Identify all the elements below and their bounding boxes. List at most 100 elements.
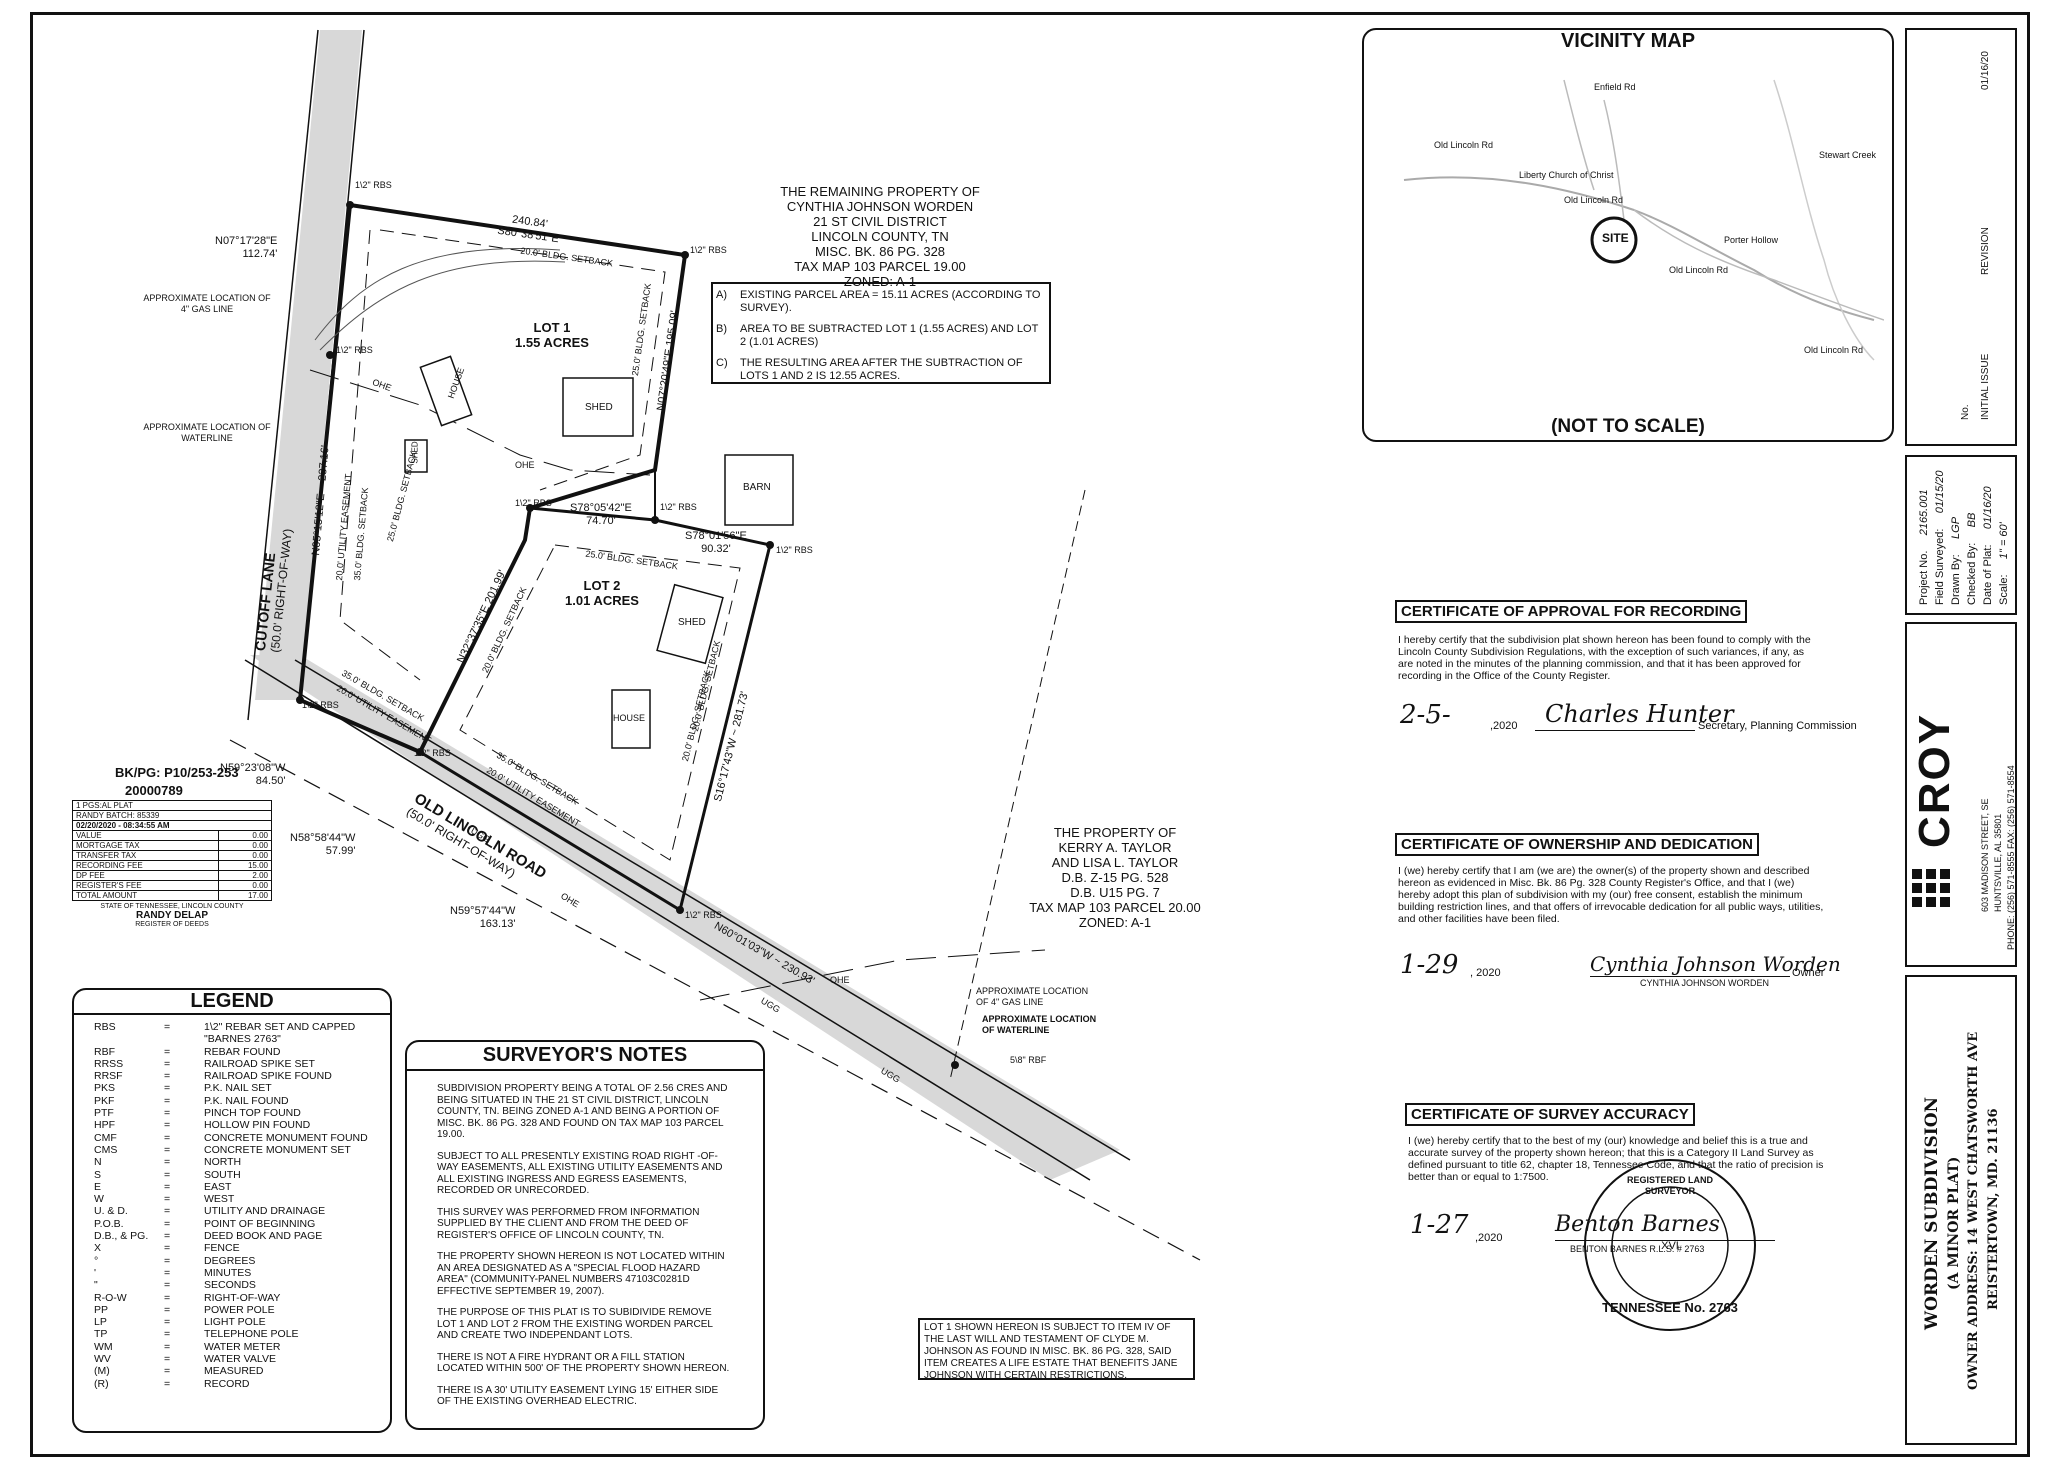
surveyor-seal: [1584, 1159, 1756, 1331]
title-block: [1905, 975, 2017, 1445]
notes-title: SURVEYOR'S NOTES: [407, 1042, 763, 1071]
map-road-1: Old Lincoln Rd: [1434, 140, 1494, 150]
legend-equals: =: [164, 1045, 171, 1058]
legend-equals: =: [164, 1266, 171, 1279]
legend-key: °: [94, 1254, 99, 1267]
legend-equals: =: [164, 1353, 171, 1366]
legend-value: WEST: [204, 1193, 235, 1206]
building-barn: BARN: [743, 482, 771, 493]
legend-equals: =: [164, 1230, 171, 1243]
legend-key: TP: [94, 1328, 108, 1341]
legend-value: MEASURED: [204, 1365, 264, 1378]
seal-bottom-text: TENNESSEE No. 2763: [1602, 1300, 1738, 1315]
revision-date: 01/16/20: [1980, 51, 1991, 90]
legend-value: LIGHT POLE: [204, 1316, 266, 1329]
vicinity-map: VICINITY MAP SITE Old Lincoln Rd Enfield…: [1362, 28, 1894, 442]
legend-equals: =: [164, 1143, 171, 1156]
legend-key: PP: [94, 1303, 109, 1316]
sheet-border: [30, 12, 2030, 1457]
rbs-label-3: 1\2" RBS: [515, 498, 552, 508]
old-lincoln-road-shading: [250, 655, 1120, 1180]
legend-value: P.K. NAIL FOUND: [204, 1094, 289, 1107]
legend-item: R-O-W=RIGHT-OF-WAY: [74, 1292, 390, 1304]
legend-key: RRSF: [94, 1070, 123, 1083]
cert-ownership-signature: Cynthia Johnson Worden: [1590, 952, 1841, 976]
legend-item: W=WEST: [74, 1193, 390, 1205]
site-label: SITE: [1602, 231, 1629, 245]
legend-key: (R): [94, 1377, 109, 1390]
legend-key: U. & D.: [94, 1205, 128, 1218]
legend-equals: =: [164, 1242, 171, 1255]
legend-value: CONCRETE MONUMENT FOUND: [204, 1131, 368, 1144]
note-item: THE PROPERTY SHOWN HEREON IS NOT LOCATED…: [437, 1251, 725, 1297]
legend-item: ° = DEGREES: [74, 1255, 390, 1267]
gas-line-label-2: APPROXIMATE LOCATION OF 4" GAS LINE: [976, 986, 1089, 1007]
project-info-2: Field Surveyed: 01/15/20: [1934, 470, 1946, 605]
not-to-scale: (NOT TO SCALE): [1551, 416, 1705, 437]
legend-equals: =: [164, 1291, 171, 1304]
company-name: CROY: [1910, 712, 1959, 848]
legend-value: NORTH: [204, 1156, 242, 1169]
cutoff-lane-shading: [255, 30, 362, 700]
legend-key: (M): [94, 1365, 110, 1378]
lot1-boundary: [297, 203, 688, 755]
legend-equals: =: [164, 1365, 171, 1378]
legend-item: RRSF=RAILROAD SPIKE FOUND: [74, 1070, 390, 1082]
legend-value: RAILROAD SPIKE SET: [204, 1057, 315, 1070]
legend-equals: =: [164, 1131, 171, 1144]
legend-key: WV: [94, 1353, 111, 1366]
rbf-label: 5\8" RBF: [1010, 1055, 1047, 1065]
seal-center-text: XVI: [1661, 1240, 1679, 1252]
legend-equals: =: [164, 1217, 171, 1230]
legend-value: DEGREES: [204, 1254, 256, 1267]
ohe-label-2: OHE: [515, 460, 535, 470]
cert-ownership-text: I (we) hereby certify that I am (we are)…: [1398, 865, 1824, 925]
legend-equals: =: [164, 1340, 171, 1353]
legend-item: S=SOUTH: [74, 1169, 390, 1181]
map-road-8: Old Lincoln Rd: [1804, 345, 1864, 355]
legend-equals: =: [164, 1021, 171, 1033]
legend-value: CONCRETE MONUMENT SET: [204, 1143, 351, 1156]
legend-equals: =: [164, 1057, 171, 1070]
cert-approval-date: 2-5-: [1400, 700, 1451, 730]
legend-equals: =: [164, 1070, 171, 1083]
waterline-label-2: APPROXIMATE LOCATION OF WATERLINE: [982, 1014, 1097, 1035]
project-info-6: Scale: 1" = 60': [1998, 522, 2010, 605]
map-road-4: Old Lincoln Rd: [1564, 195, 1624, 205]
legend-key: E: [94, 1180, 102, 1193]
legend-value: REBAR FOUND: [204, 1045, 281, 1058]
legend-key: PTF: [94, 1107, 114, 1120]
legend-item: RRSS = RAILROAD SPIKE SET: [74, 1058, 390, 1070]
cert-survey-year: ,2020: [1475, 1232, 1503, 1244]
project-info-block: [1905, 455, 2017, 615]
legend-value: DEED BOOK AND PAGE: [204, 1230, 323, 1243]
legend-equals: =: [164, 1377, 171, 1390]
legend-value: WATER VALVE: [204, 1353, 276, 1366]
legend-item: N=NORTH: [74, 1156, 390, 1168]
waterline-label: APPROXIMATE LOCATION OF WATERLINE: [143, 422, 271, 443]
legend-key: X: [94, 1242, 102, 1255]
legend-item: P.O.B.=POINT OF BEGINNING: [74, 1218, 390, 1230]
legend-key: RRSS: [94, 1057, 124, 1070]
legend-key: S: [94, 1168, 102, 1181]
legend-equals: =: [164, 1254, 171, 1267]
owner-address: OWNER ADDRESS: 14 WEST CHATSWORTH AVE: [1966, 1031, 1981, 1390]
company-address-1: 603 MADISON STREET, SE: [1980, 798, 1990, 912]
note-item: THERE IS A 30' UTILITY EASEMENT LYING 15…: [437, 1384, 719, 1408]
note-item: THIS SURVEY WAS PERFORMED FROM INFORMATI…: [437, 1206, 700, 1241]
subdivision-title: WORDEN SUBDIVISION: [1922, 1096, 1942, 1330]
rbs-label-8: 1\2" RBS: [685, 910, 722, 920]
legend-value: RECORD: [204, 1377, 250, 1390]
project-info-1: Project No. 2165.001: [1918, 489, 1930, 605]
notes-list: SUBDIVISION PROPERTY BEING A TOTAL OF 2.…: [407, 1071, 763, 1408]
rbs-label-1: 1\2" RBS: [355, 180, 392, 190]
cert-ownership-date: 1-29: [1400, 950, 1459, 980]
area-summary-box: A)EXISTING PARCEL AREA = 15.11 ACRES (AC…: [716, 289, 1041, 382]
cert-ownership-title: CERTIFICATE OF OWNERSHIP AND DEDICATION: [1395, 833, 1759, 856]
cert-ownership-name: CYNTHIA JOHNSON WORDEN: [1640, 978, 1770, 988]
legend-key: D.B., & PG.: [94, 1230, 149, 1243]
